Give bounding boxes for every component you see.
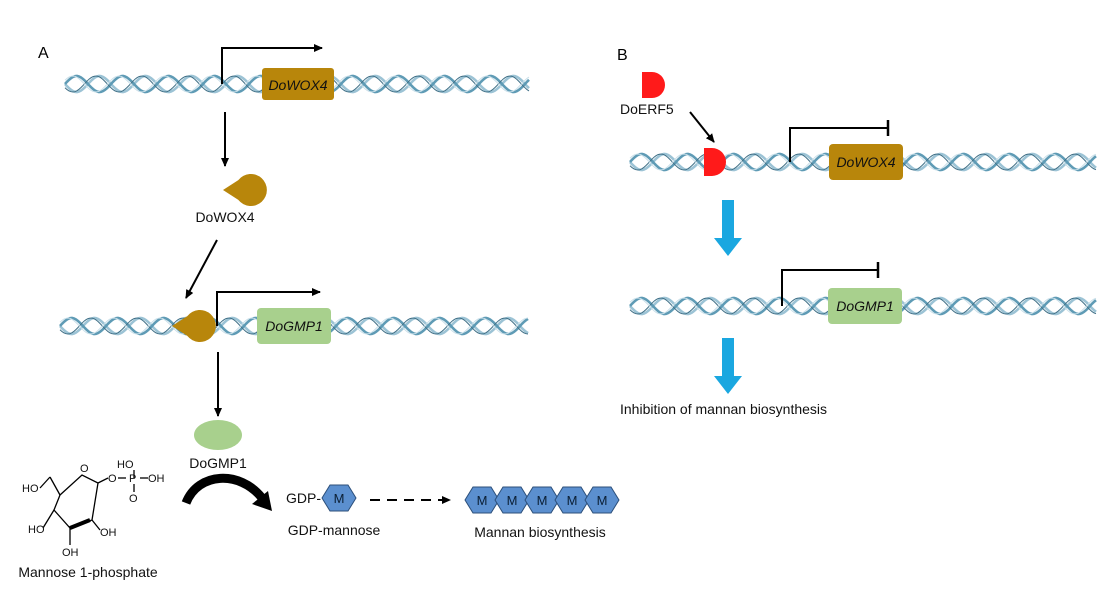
protein-gmp1-icon <box>194 420 242 450</box>
gene-label-gmp1: DoGMP1 <box>265 318 323 334</box>
mannose-letter: M <box>567 493 578 508</box>
chem-oh-right: OH <box>148 473 165 485</box>
label-mannose-1-phosphate: Mannose 1-phosphate <box>18 564 158 580</box>
gene-box-gmp1 <box>257 308 331 344</box>
d-shape-protein-icon <box>642 72 665 98</box>
arrow-binding-erf5 <box>689 111 715 143</box>
blue-arrow-down-icon <box>714 200 742 256</box>
mannose-letter: M <box>537 493 548 508</box>
chem-oh-top: HO <box>117 459 134 471</box>
gene-label-wox4-b: DoWOX4 <box>836 154 895 170</box>
chem-oh-1: OH <box>62 547 79 559</box>
label-inhibition-outcome: Inhibition of mannan biosynthesis <box>620 401 827 417</box>
chem-o-linker: O <box>108 473 117 485</box>
promoter-arrow-icon <box>216 288 321 326</box>
mannose-letter: M <box>477 493 488 508</box>
pacman-protein-icon <box>223 174 267 206</box>
mannose-letter: M <box>597 493 608 508</box>
d-shape-protein-bound-icon <box>704 148 726 176</box>
mannose-1-phosphate-structure <box>39 470 148 545</box>
label-gdp-prefix: GDP- <box>286 490 321 506</box>
chem-p: P <box>129 473 136 485</box>
chem-ho-2: HO <box>28 524 45 536</box>
chem-ho-1: HO <box>22 483 39 495</box>
pacman-protein-bound-icon <box>172 310 216 342</box>
chem-oh-2: OH <box>100 527 117 539</box>
protein-label-erf5: DoERF5 <box>620 101 674 117</box>
curved-arrow-head-icon <box>252 491 272 511</box>
curved-arrow-icon <box>181 473 266 505</box>
protein-label-wox4: DoWOX4 <box>195 209 254 225</box>
chem-o-bottom: O <box>129 493 138 505</box>
arrow-binding-wox4 <box>185 239 218 299</box>
hexagon-mannose-icon: M <box>321 484 357 512</box>
panel-a-label: A <box>38 45 49 62</box>
repression-line-icon <box>789 127 888 162</box>
blue-arrow-down-icon <box>714 338 742 394</box>
hexagon-mannose-icon <box>584 486 620 514</box>
gene-box-wox4-b <box>829 144 903 180</box>
mannose-letter: M <box>334 491 345 506</box>
label-gdp-mannose: GDP-mannose <box>288 522 381 538</box>
mannose-letter: M <box>507 493 518 508</box>
repression-line-icon <box>781 269 878 306</box>
gene-box-wox4 <box>262 68 334 100</box>
gene-label-wox4: DoWOX4 <box>268 77 327 93</box>
promoter-arrow-icon <box>221 44 323 84</box>
gene-label-gmp1-b: DoGMP1 <box>836 298 894 314</box>
chem-ring-o: O <box>80 463 89 475</box>
label-mannan-biosynthesis: Mannan biosynthesis <box>474 524 606 540</box>
gene-box-gmp1-b <box>828 288 902 324</box>
panel-b-label: B <box>617 47 628 64</box>
protein-label-gmp1: DoGMP1 <box>189 455 247 471</box>
